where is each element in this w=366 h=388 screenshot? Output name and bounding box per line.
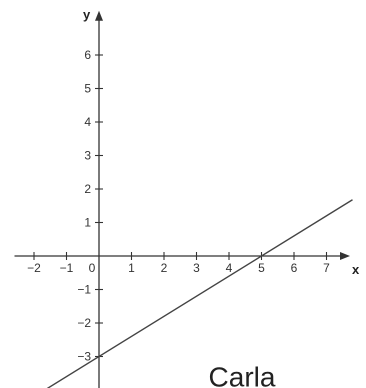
axes xyxy=(14,10,350,388)
y-tick-label: −2 xyxy=(77,316,91,330)
x-tick-label: 2 xyxy=(161,261,168,275)
y-tick-label: 4 xyxy=(84,115,91,129)
x-tick-label: −2 xyxy=(27,261,41,275)
x-axis-label: x xyxy=(352,262,360,277)
y-tick-label: 1 xyxy=(84,216,91,230)
y-tick-label: 5 xyxy=(84,82,91,96)
x-tick-label: 5 xyxy=(258,261,265,275)
x-tick-label: 7 xyxy=(323,261,330,275)
x-tick-label: 4 xyxy=(226,261,233,275)
series-line xyxy=(46,199,353,388)
series xyxy=(46,199,353,388)
x-tick-label: −1 xyxy=(60,261,74,275)
y-tick-label: 2 xyxy=(84,182,91,196)
annotation-label: Carla xyxy=(209,362,276,388)
y-tick-label: −1 xyxy=(77,283,91,297)
y-axis-arrow xyxy=(95,10,103,21)
y-axis-label: y xyxy=(83,7,91,22)
ticks xyxy=(33,54,328,358)
y-tick-label: 3 xyxy=(84,149,91,163)
x-tick-label: 6 xyxy=(291,261,298,275)
x-tick-label: 1 xyxy=(128,261,135,275)
x-tick-label: 0 xyxy=(89,261,96,275)
x-axis-arrow xyxy=(340,252,350,260)
x-tick-label: 3 xyxy=(193,261,200,275)
y-tick-label: 6 xyxy=(84,48,91,62)
y-tick-label: −3 xyxy=(77,350,91,364)
